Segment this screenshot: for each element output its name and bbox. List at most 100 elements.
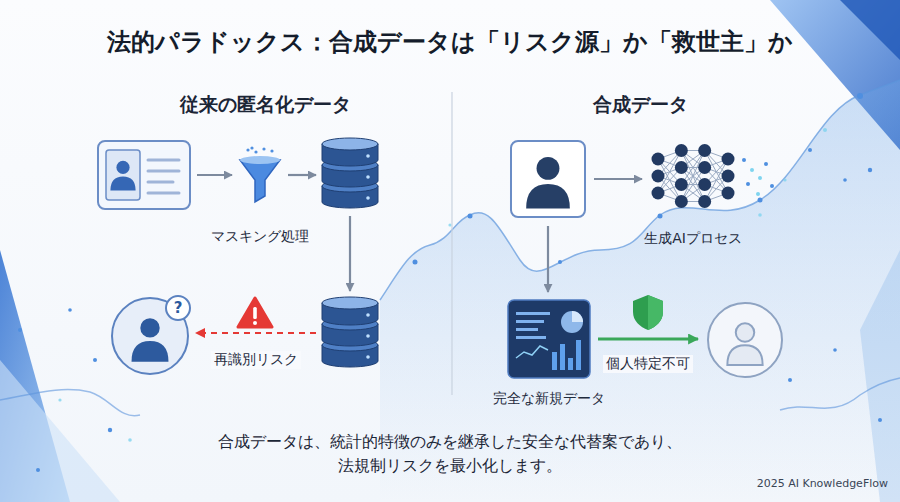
network-neuron: [652, 153, 665, 166]
node-icon: [97, 140, 191, 210]
person-photo: [510, 140, 586, 218]
dots: [58, 128, 827, 442]
wave-line: [380, 80, 900, 300]
wave-line: [780, 378, 900, 410]
line-chart: [516, 346, 548, 358]
section-heading: 従来の匿名化データ: [180, 92, 351, 118]
network-link: [681, 151, 704, 202]
dot: [250, 146, 253, 149]
person-circle: ?: [110, 296, 190, 376]
node-icon: [322, 138, 378, 210]
id-card: [97, 140, 191, 210]
corner-shape: [840, 0, 900, 60]
network-neuron: [675, 178, 688, 191]
person-icon: [526, 157, 570, 208]
card-line: [148, 181, 173, 184]
network-neuron: [652, 187, 665, 200]
wave-line: [0, 390, 140, 416]
dashboard-row: [516, 328, 538, 331]
node-icon: [706, 301, 784, 379]
node-label: 完全な新規データ: [493, 390, 605, 408]
network-link: [681, 151, 704, 202]
network-neuron: [698, 144, 711, 157]
network-neuron: [675, 144, 688, 157]
node-icon: [508, 300, 590, 378]
connector-arrow: [598, 338, 698, 341]
network-neuron: [722, 187, 735, 200]
database-light: [366, 154, 370, 158]
database-light: [366, 313, 370, 317]
dot: [758, 176, 762, 180]
database-top: [322, 138, 378, 150]
bar: [560, 344, 565, 370]
person-circle: [708, 303, 782, 377]
connector-arrow: [349, 216, 351, 291]
funnel-shape: [240, 160, 280, 202]
network-neuron: [722, 170, 735, 183]
pie-slice: [572, 311, 583, 322]
network-neuron: [722, 153, 735, 166]
dot: [270, 149, 273, 152]
dot: [742, 158, 746, 162]
dots: [18, 93, 882, 472]
data-dashboard: 完全な新規データ: [508, 300, 590, 378]
dot: [750, 168, 754, 172]
node-label: マスキング処理: [211, 228, 309, 246]
edge-label: 個人特定不可: [603, 355, 693, 373]
person-circle: [706, 301, 784, 379]
neural-network: 生成AIプロセス: [650, 140, 736, 212]
bar: [568, 358, 573, 370]
connector-arrow: [594, 178, 642, 180]
card-line: [148, 192, 179, 195]
dashboard-row: [516, 320, 544, 323]
dashboard-row: [516, 336, 546, 339]
pie-chart: [561, 311, 583, 333]
caption: 合成データは、統計的特徴のみを継承した安全な代替案であり、 法規制リスクを最小化…: [210, 430, 690, 478]
bar: [552, 352, 557, 370]
database-light: [366, 334, 370, 338]
node-icon: [650, 140, 736, 212]
photo-frame: [106, 150, 140, 200]
database-light: [366, 355, 370, 359]
card-line: [148, 170, 179, 173]
connector-arrow: [288, 174, 316, 176]
node-icon: [322, 297, 378, 369]
person-icon: [727, 323, 762, 365]
node-label: 生成AIプロセス: [644, 230, 742, 248]
database: [322, 297, 378, 369]
dot: [756, 192, 760, 196]
warning-symbol: [238, 298, 272, 327]
edge-label: 再識別リスク: [211, 351, 301, 369]
divider-line: [451, 92, 452, 395]
section-heading: 合成データ: [593, 92, 688, 118]
dot: [746, 182, 750, 186]
funnel-rim: [240, 156, 280, 164]
photo-frame: [511, 141, 585, 217]
network-neuron: [675, 161, 688, 174]
network-neuron: [698, 195, 711, 208]
dot: [246, 148, 249, 151]
question-mark: ?: [174, 301, 183, 316]
database-light: [366, 196, 370, 200]
node-icon: [238, 148, 282, 202]
shield-symbol: [633, 295, 663, 330]
dot: [262, 147, 265, 150]
node-icon: [510, 140, 586, 218]
network-neuron: [652, 170, 665, 183]
dashboard-row: [516, 312, 550, 315]
person-icon: [132, 318, 169, 362]
dashboard-panel: [508, 300, 590, 378]
person-icon: [110, 161, 135, 191]
database-light: [366, 175, 370, 179]
network-neuron: [675, 195, 688, 208]
network-neuron: [698, 161, 711, 174]
connector-arrow: [197, 174, 232, 176]
dot: [764, 162, 768, 166]
masking-funnel: マスキング処理: [238, 148, 282, 202]
person-circle: [112, 298, 188, 374]
watermark: 2025 AI KnowledgeFlow: [757, 477, 888, 490]
database-top: [322, 297, 378, 309]
card-line: [148, 159, 179, 162]
